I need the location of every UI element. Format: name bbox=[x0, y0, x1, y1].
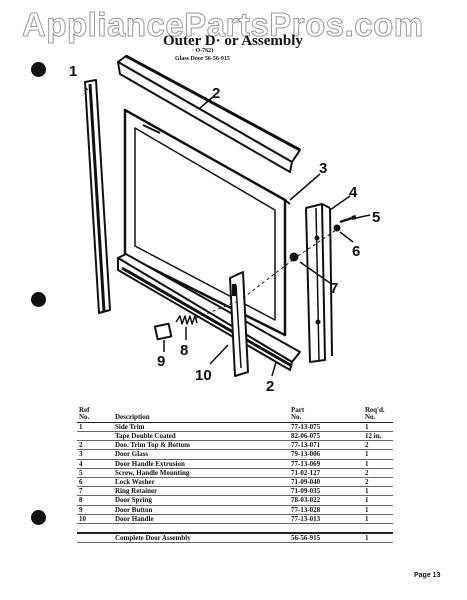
cell-description: Screw, Handle Mounting bbox=[113, 468, 289, 479]
cell-part: 78-03-022 bbox=[289, 495, 363, 506]
cell-qty: 1 bbox=[363, 505, 393, 515]
cell-ref: 3 bbox=[77, 449, 113, 460]
cell-part: 77-13-071 bbox=[289, 440, 363, 451]
callout-label: 3 bbox=[319, 160, 327, 177]
callout-label: 9 bbox=[157, 353, 165, 370]
callout-label: 10 bbox=[195, 367, 212, 384]
cell-part: 56-56-915 bbox=[289, 533, 363, 544]
cell-part: 77-13-013 bbox=[289, 514, 363, 525]
header-description: Description bbox=[113, 407, 289, 423]
door-button-part bbox=[153, 322, 173, 341]
table-spacer bbox=[77, 523, 393, 534]
lock-washer-part bbox=[333, 224, 341, 232]
cell-qty: 1 bbox=[363, 422, 393, 433]
callout-label: 5 bbox=[372, 209, 380, 226]
cell-description: Complete Door Assembly bbox=[113, 533, 289, 544]
screw-part bbox=[339, 215, 357, 224]
cell-qty: 1 bbox=[363, 486, 393, 497]
cell-description: Door Handle Extrusion bbox=[113, 459, 289, 469]
cell-description: Door Handle bbox=[113, 514, 289, 525]
cell-qty: 2 bbox=[363, 440, 393, 451]
cell-qty: 12 in. bbox=[363, 431, 393, 442]
cell-ref: 4 bbox=[77, 459, 113, 469]
cell-ref: 9 bbox=[77, 505, 113, 515]
cell-ref bbox=[77, 533, 113, 544]
page-title: Outer D· or Assembly bbox=[163, 33, 303, 49]
door-glass-part bbox=[123, 108, 291, 337]
cell-part: 77-13-069 bbox=[289, 459, 363, 469]
cell-ref: 6 bbox=[77, 477, 113, 488]
callout-label: 2 bbox=[266, 378, 274, 395]
cell-ref: 7 bbox=[77, 486, 113, 497]
binder-hole bbox=[31, 62, 46, 77]
cell-description: Door Button bbox=[113, 505, 289, 515]
cell-ref: 8 bbox=[77, 495, 113, 506]
top-trim-part bbox=[117, 54, 301, 173]
callout-label: 2 bbox=[212, 85, 220, 102]
cell-part: 79-13-006 bbox=[289, 449, 363, 460]
glass-door-subtitle: Glass Door 56-56-915 bbox=[175, 56, 230, 62]
side-trim-part bbox=[84, 79, 111, 314]
cell-part: 82-06-075 bbox=[289, 431, 363, 442]
cell-part: 71-09-035 bbox=[289, 486, 363, 497]
cell-part: 71-02-127 bbox=[289, 468, 363, 479]
cell-description: Tape Double Coated bbox=[113, 431, 289, 442]
cell-part: 71-09-040 bbox=[289, 477, 363, 488]
cell-description: Lock Washer bbox=[113, 477, 289, 488]
callout-label: 8 bbox=[180, 342, 188, 359]
cell-qty: 1 bbox=[363, 495, 393, 506]
cell-part: 77-13-075 bbox=[289, 422, 363, 433]
cell-ref: 5 bbox=[77, 468, 113, 479]
cell-description: Doo. Trim Top & Bottom bbox=[113, 440, 289, 451]
cell-ref: 2 bbox=[77, 440, 113, 451]
binder-hole bbox=[31, 510, 46, 525]
cell-part: 77-13-028 bbox=[289, 505, 363, 515]
cell-qty: 1 bbox=[363, 514, 393, 525]
cell-qty: 1 bbox=[363, 459, 393, 469]
door-spring-part bbox=[175, 315, 198, 325]
cell-qty: 1 bbox=[363, 449, 393, 460]
page-number: Page 13 bbox=[414, 572, 441, 579]
cell-qty: 1 bbox=[363, 533, 393, 544]
callout-label: 4 bbox=[349, 184, 358, 201]
callout-label: 1 bbox=[69, 63, 77, 80]
callout-label: 7 bbox=[330, 280, 338, 297]
model-subtitle: · O-762) bbox=[192, 48, 214, 54]
cell-ref: 1 bbox=[77, 422, 113, 433]
cell-qty: 2 bbox=[363, 468, 393, 479]
binder-hole bbox=[31, 292, 46, 307]
handle-extrusion-part bbox=[305, 203, 333, 363]
watermark: AppliancePartsPros.com bbox=[22, 6, 424, 44]
cell-description: Door Glass bbox=[113, 449, 289, 460]
ring-retainer-part bbox=[289, 252, 299, 262]
cell-description: Side Trim bbox=[113, 422, 289, 433]
callout-label: 6 bbox=[352, 243, 360, 260]
cell-qty: 2 bbox=[363, 477, 393, 488]
header-qty: Req'd.No. bbox=[363, 406, 393, 423]
cell-description: Door Spring bbox=[113, 495, 289, 506]
cell-ref: 10 bbox=[77, 514, 113, 525]
cell-ref bbox=[77, 431, 113, 442]
cell-description: Ring Retainer bbox=[113, 486, 289, 497]
